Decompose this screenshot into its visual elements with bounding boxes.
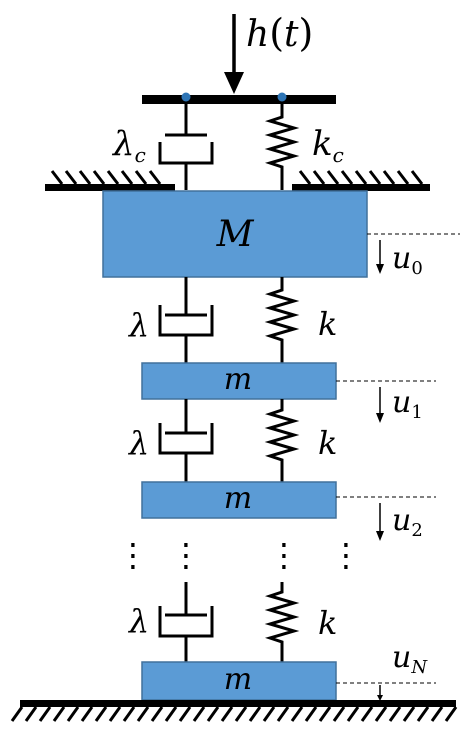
ground — [10, 700, 458, 722]
ellipsis-row: ⋮ ⋮ ⋮ ⋮ — [117, 536, 362, 574]
main-mass-label: M — [216, 214, 255, 255]
damper-1-label: λ — [127, 306, 149, 344]
un-symbol: u — [392, 640, 411, 675]
ellipsis-damper: ⋮ — [170, 536, 202, 574]
force-symbol: h — [246, 14, 269, 55]
pin-left — [181, 92, 191, 102]
displacement-u0-label: u0 — [392, 241, 423, 279]
displacement-u0-indicator — [367, 233, 460, 274]
top-damper — [158, 103, 214, 190]
spring-2 — [264, 399, 300, 482]
small-mass-2-block — [141, 481, 337, 519]
spring-2-label: k — [318, 424, 337, 462]
displacement-u2-indicator — [336, 496, 436, 541]
top-damper-symbol: λ — [111, 124, 135, 164]
u0-subscript: 0 — [411, 258, 422, 279]
force-argument: t — [284, 14, 299, 55]
small-mass-n-block — [141, 661, 337, 701]
displacement-u2-label: u2 — [392, 503, 423, 541]
top-plate — [142, 95, 336, 104]
spring-1 — [264, 277, 300, 363]
spring-n — [264, 582, 300, 662]
spring-1-label: k — [318, 305, 337, 343]
u1-subscript: 1 — [411, 402, 422, 423]
force-label: h(t) — [246, 11, 313, 55]
displacement-u1-label: u1 — [392, 385, 423, 423]
u2-symbol: u — [392, 503, 411, 538]
damper-n-label: λ — [127, 602, 149, 640]
fixed-support-left — [45, 170, 175, 191]
un-subscript: N — [410, 657, 428, 678]
force-open-paren: ( — [269, 11, 284, 55]
force-close-paren: ) — [298, 11, 313, 55]
force-arrow — [224, 14, 244, 94]
pin-right — [277, 92, 287, 102]
fixed-support-right — [292, 170, 430, 191]
ellipsis-right: ⋮ — [330, 536, 362, 574]
top-damper-label: λc — [111, 124, 146, 167]
ellipsis-left: ⋮ — [117, 536, 149, 574]
displacement-un-indicator — [336, 682, 436, 701]
damper-2-label: λ — [127, 424, 149, 462]
u1-symbol: u — [392, 385, 411, 420]
small-mass-n-label: m — [224, 662, 252, 697]
damper-2 — [158, 399, 214, 482]
spring-n-label: k — [318, 604, 337, 642]
top-damper-subscript: c — [135, 143, 146, 167]
u0-symbol: u — [392, 241, 411, 276]
displacement-un-label: uN — [392, 640, 428, 678]
top-spring-label: kc — [312, 124, 344, 167]
u2-subscript: 2 — [411, 520, 422, 541]
top-spring — [264, 103, 300, 190]
ellipsis-spring: ⋮ — [268, 536, 300, 574]
main-mass-block — [102, 190, 368, 278]
top-spring-subscript: c — [333, 143, 344, 167]
displacement-u1-indicator — [336, 380, 436, 423]
damper-1 — [158, 277, 214, 363]
small-mass-2-label: m — [224, 481, 252, 516]
damper-n — [158, 582, 214, 662]
top-spring-symbol: k — [312, 124, 333, 164]
small-mass-1-label: m — [224, 362, 252, 397]
